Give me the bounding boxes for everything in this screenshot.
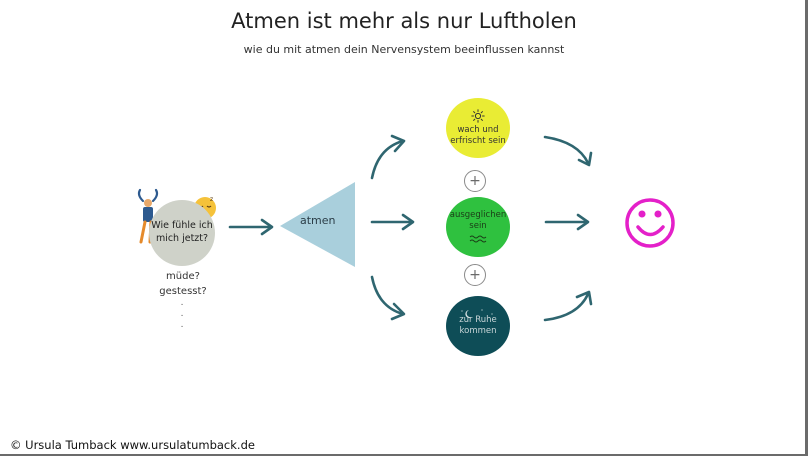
state-circle-ausgeglichen: ausgeglichen sein xyxy=(446,197,510,257)
continuation-dots: . . . xyxy=(180,298,184,330)
state-tired: müde? xyxy=(166,271,200,282)
start-circle: Wie fühle ich mich jetzt? xyxy=(149,200,215,266)
plus-icon-2: + xyxy=(464,264,486,286)
state-aus-line1: ausgeglichen xyxy=(449,209,507,220)
atmen-triangle xyxy=(280,182,355,267)
smiley-icon xyxy=(625,198,675,248)
arrow-ruhe-to-result xyxy=(543,290,593,322)
start-state-text: müde? gestesst? xyxy=(148,270,218,299)
copyright-footer: © Ursula Tumback www.ursulatumback.de xyxy=(10,438,255,452)
state-wach-line2: erfrischt sein xyxy=(450,136,506,146)
start-question-line2: mich jetzt? xyxy=(155,233,209,244)
state-wach-line1: wach und xyxy=(457,124,499,135)
sun-icon xyxy=(471,108,485,123)
arrow-ausgeglichen-to-result xyxy=(544,213,590,231)
arrow-wach-to-result xyxy=(543,135,593,167)
state-circle-ruhe: zur Ruhe kommen xyxy=(446,296,510,356)
state-ruhe-line2: kommen xyxy=(459,326,497,336)
state-circle-wach: wach und erfrischt sein xyxy=(446,98,510,158)
atmen-label: atmen xyxy=(300,214,336,227)
diagram-title: Atmen ist mehr als nur Luftholen xyxy=(231,9,577,33)
diagram-subtitle: wie du mit atmen dein Nervensystem beein… xyxy=(243,43,565,56)
svg-text:z: z xyxy=(210,196,213,203)
moon-stars-icon xyxy=(461,309,493,318)
arrow-atmen-to-ausgeglichen xyxy=(370,213,415,231)
arrow-atmen-to-wach xyxy=(370,134,406,180)
plus-icon-1: + xyxy=(464,170,486,192)
start-question-line1: Wie fühle ich xyxy=(151,220,213,232)
right-edge-line xyxy=(805,0,808,456)
state-aus-line2: sein xyxy=(469,221,487,231)
waves-icon xyxy=(469,236,487,243)
bottom-edge-line xyxy=(0,454,808,456)
state-ruhe-line1: zur Ruhe xyxy=(459,314,497,325)
arrow-atmen-to-ruhe xyxy=(370,275,406,321)
arrow-start-to-atmen xyxy=(228,218,274,236)
state-stressed: gestesst? xyxy=(159,285,207,297)
